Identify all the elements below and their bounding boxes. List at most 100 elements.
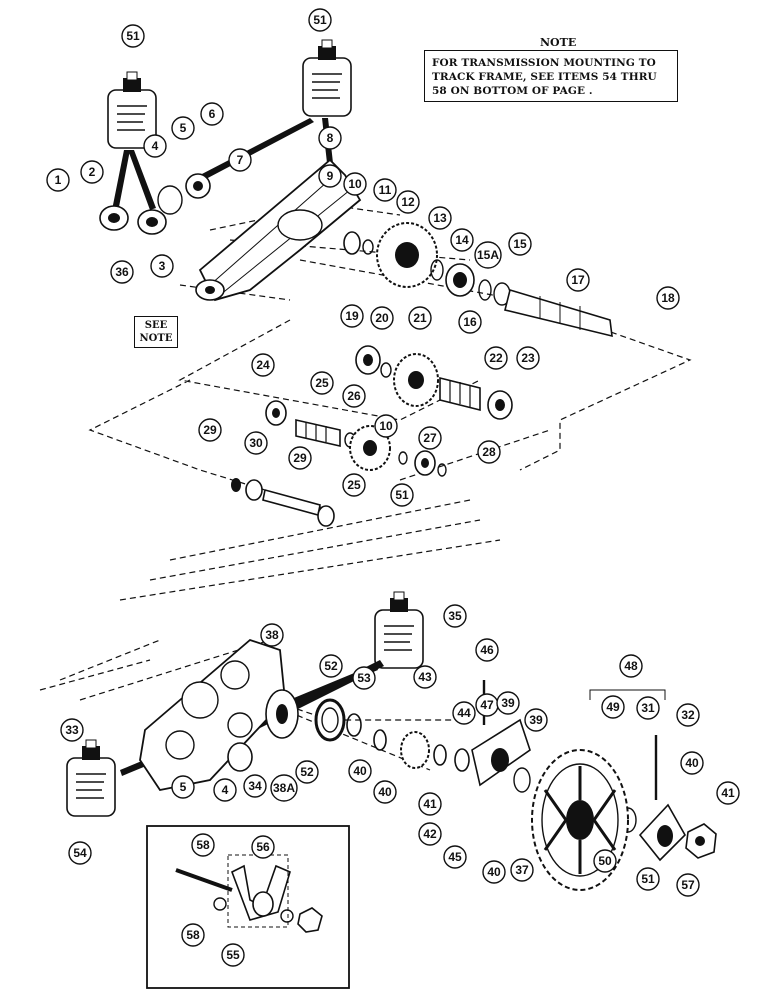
callout-54: 54: [68, 841, 92, 865]
oil-bottle-top-mid: [302, 39, 352, 117]
callout-50: 50: [593, 849, 617, 873]
callout-55: 55: [221, 943, 245, 967]
callout-label: 25: [347, 478, 361, 492]
callout-53: 53: [352, 666, 376, 690]
callout-33: 33: [60, 718, 84, 742]
callout-label: 44: [457, 706, 471, 720]
idler-shaft-30: [231, 478, 335, 527]
callout-label: 48: [624, 659, 638, 673]
callout-38: 38: [260, 623, 284, 647]
callout-label: 53: [357, 671, 371, 685]
callout-5: 5: [171, 775, 195, 799]
callout-40: 40: [373, 780, 397, 804]
callout-44: 44: [452, 701, 476, 725]
gasket-4: [157, 185, 183, 215]
bearing-block-39: [471, 718, 531, 793]
callout-label: 58: [186, 928, 200, 942]
callout-17: 17: [566, 268, 590, 292]
nut-37: [685, 823, 717, 859]
callout-label: 14: [455, 233, 469, 247]
callout-label: 40: [685, 756, 699, 770]
callout-14: 14: [450, 228, 474, 252]
callout-39: 39: [524, 708, 548, 732]
callout-18: 18: [656, 286, 680, 310]
callout-label: 19: [345, 309, 359, 323]
bearing-cap-2: [99, 205, 129, 231]
callout-label: 20: [375, 311, 389, 325]
callout-label: 43: [418, 670, 432, 684]
inset-frame: [146, 825, 350, 989]
callout-28: 28: [477, 440, 501, 464]
callout-10: 10: [343, 172, 367, 196]
callout-label: 23: [521, 351, 535, 365]
bearing-cap-34: [265, 689, 299, 739]
callout-42: 42: [418, 822, 442, 846]
callout-label: 31: [641, 701, 655, 715]
bracket-46: [589, 689, 666, 700]
callout-22: 22: [484, 346, 508, 370]
lower-shaft-assembly: [265, 400, 447, 477]
middle-shaft-assembly: [355, 345, 513, 420]
callout-label: 24: [256, 358, 270, 372]
callout-label: 56: [256, 840, 270, 854]
callout-25: 25: [342, 473, 366, 497]
callout-label: 45: [448, 850, 462, 864]
callout-38A: 38A: [270, 774, 298, 802]
callout-19: 19: [340, 304, 364, 328]
callout-label: 57: [681, 878, 695, 892]
callout-label: 47: [480, 698, 494, 712]
callout-29: 29: [288, 446, 312, 470]
callout-label: 10: [348, 177, 362, 191]
callout-label: 54: [73, 846, 87, 860]
callout-58: 58: [181, 923, 205, 947]
callout-label: 50: [598, 854, 612, 868]
callout-5: 5: [171, 116, 195, 140]
callout-label: 51: [395, 488, 409, 502]
callout-label: 51: [641, 872, 655, 886]
callout-8: 8: [318, 126, 342, 150]
callout-26: 26: [342, 384, 366, 408]
callout-label: 29: [293, 451, 307, 465]
top-shaft-assembly: [343, 222, 613, 338]
callout-51: 51: [121, 24, 145, 48]
callout-label: 5: [180, 780, 187, 794]
callout-label: 9: [327, 169, 334, 183]
callout-40: 40: [680, 751, 704, 775]
callout-4: 4: [213, 778, 237, 802]
callout-6: 6: [200, 102, 224, 126]
callout-label: 46: [480, 643, 494, 657]
callout-label: 11: [379, 183, 392, 197]
callout-label: 25: [315, 376, 329, 390]
callout-41: 41: [418, 792, 442, 816]
callout-21: 21: [408, 306, 432, 330]
callout-36: 36: [110, 260, 134, 284]
callout-label: 41: [423, 797, 437, 811]
callout-41: 41: [716, 781, 740, 805]
output-bearings: [314, 698, 470, 772]
callout-label: 35: [448, 609, 462, 623]
callout-10: 10: [374, 414, 398, 438]
sprocket-47: [531, 749, 629, 891]
callout-27: 27: [418, 426, 442, 450]
callout-label: 39: [529, 713, 543, 727]
callout-58: 58: [191, 833, 215, 857]
callout-label: 13: [433, 211, 447, 225]
callout-label: 17: [571, 273, 585, 287]
callout-label: 29: [203, 423, 217, 437]
callout-label: 6: [209, 107, 216, 121]
callout-label: 38A: [273, 781, 295, 795]
callout-40: 40: [482, 860, 506, 884]
callout-29: 29: [198, 418, 222, 442]
callout-label: 51: [313, 13, 327, 27]
callout-label: 52: [300, 765, 314, 779]
callout-15A: 15A: [474, 241, 502, 269]
callout-label: 39: [501, 696, 515, 710]
callout-47: 47: [475, 693, 499, 717]
callout-label: 27: [423, 431, 437, 445]
callout-34: 34: [243, 774, 267, 798]
callout-label: 32: [681, 708, 695, 722]
callout-label: 4: [222, 783, 229, 797]
callout-label: 8: [327, 131, 334, 145]
